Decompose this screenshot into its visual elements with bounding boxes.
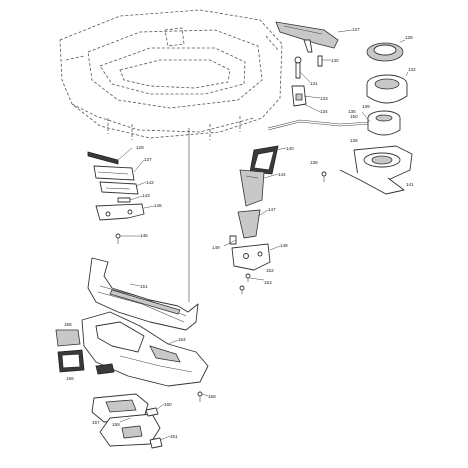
part-154-front-chassis — [81, 311, 209, 387]
part-147-cover — [237, 209, 261, 239]
label-156: 156 — [66, 376, 74, 381]
part-140-gasket — [249, 145, 279, 175]
label-134: 134 — [320, 109, 328, 114]
part-127-bracket — [275, 21, 339, 67]
label-161: 161 — [170, 434, 178, 439]
label-150: 150 — [350, 114, 358, 119]
part-161-clip — [149, 437, 163, 449]
label-145: 145 — [154, 203, 162, 208]
label-137: 137 — [144, 157, 152, 162]
part-137-cover — [93, 165, 135, 181]
label-149: 149 — [212, 245, 220, 250]
label-132: 132 — [408, 67, 416, 72]
part-155-panel — [55, 329, 81, 347]
part-158-screw — [197, 391, 203, 402]
label-133: 133 — [320, 96, 328, 101]
label-151: 151 — [140, 284, 148, 289]
label-127: 127 — [352, 27, 360, 32]
part-148-bracket — [231, 243, 271, 271]
part-135-motor — [367, 110, 401, 136]
part-136-housing — [339, 145, 413, 195]
label-136: 136 — [350, 138, 358, 143]
part-143-clip — [117, 197, 131, 203]
label-146: 146 — [140, 233, 148, 238]
part-131-pin — [294, 56, 302, 79]
part-151-bumper — [87, 257, 199, 331]
part-133-lever — [291, 85, 307, 107]
label-128: 128 — [405, 35, 413, 40]
label-157: 157 — [92, 420, 100, 425]
label-144: 144 — [278, 172, 286, 177]
label-158: 158 — [208, 394, 216, 399]
label-147: 147 — [268, 207, 276, 212]
part-128-seal-ring — [366, 42, 404, 62]
label-153: 153 — [264, 280, 272, 285]
part-138-screw — [321, 171, 327, 182]
label-159: 159 — [112, 422, 120, 427]
label-143: 143 — [142, 193, 150, 198]
part-142-cover — [99, 181, 139, 195]
label-154: 154 — [178, 337, 186, 342]
label-139: 139 — [362, 104, 370, 109]
label-131: 131 — [310, 81, 318, 86]
part-152-screws — [239, 273, 251, 294]
label-135: 135 — [348, 109, 356, 114]
part-132-bearing — [366, 74, 408, 104]
part-139-strip — [87, 151, 119, 165]
label-130: 130 — [331, 58, 339, 63]
label-142: 142 — [146, 180, 154, 185]
part-156-gasket — [57, 349, 85, 373]
part-144-cover — [239, 169, 265, 207]
leader-lines — [117, 29, 409, 441]
label-138: 138 — [310, 160, 318, 165]
label-140: 140 — [286, 146, 294, 151]
label-148: 148 — [280, 243, 288, 248]
label-129: 129 — [136, 145, 144, 150]
label-141: 141 — [406, 182, 414, 187]
part-labels: 127 128 129 130 131 132 133 134 135 136 … — [64, 27, 416, 439]
label-155: 155 — [64, 322, 72, 327]
label-160: 160 — [164, 402, 172, 407]
part-145-bracket — [95, 203, 145, 221]
part-134-rod — [267, 119, 371, 131]
part-146-screw — [115, 233, 121, 244]
body-housing — [59, 9, 283, 302]
part-160-clip — [145, 407, 159, 417]
label-152: 152 — [266, 268, 274, 273]
part-159-plate — [99, 413, 161, 447]
